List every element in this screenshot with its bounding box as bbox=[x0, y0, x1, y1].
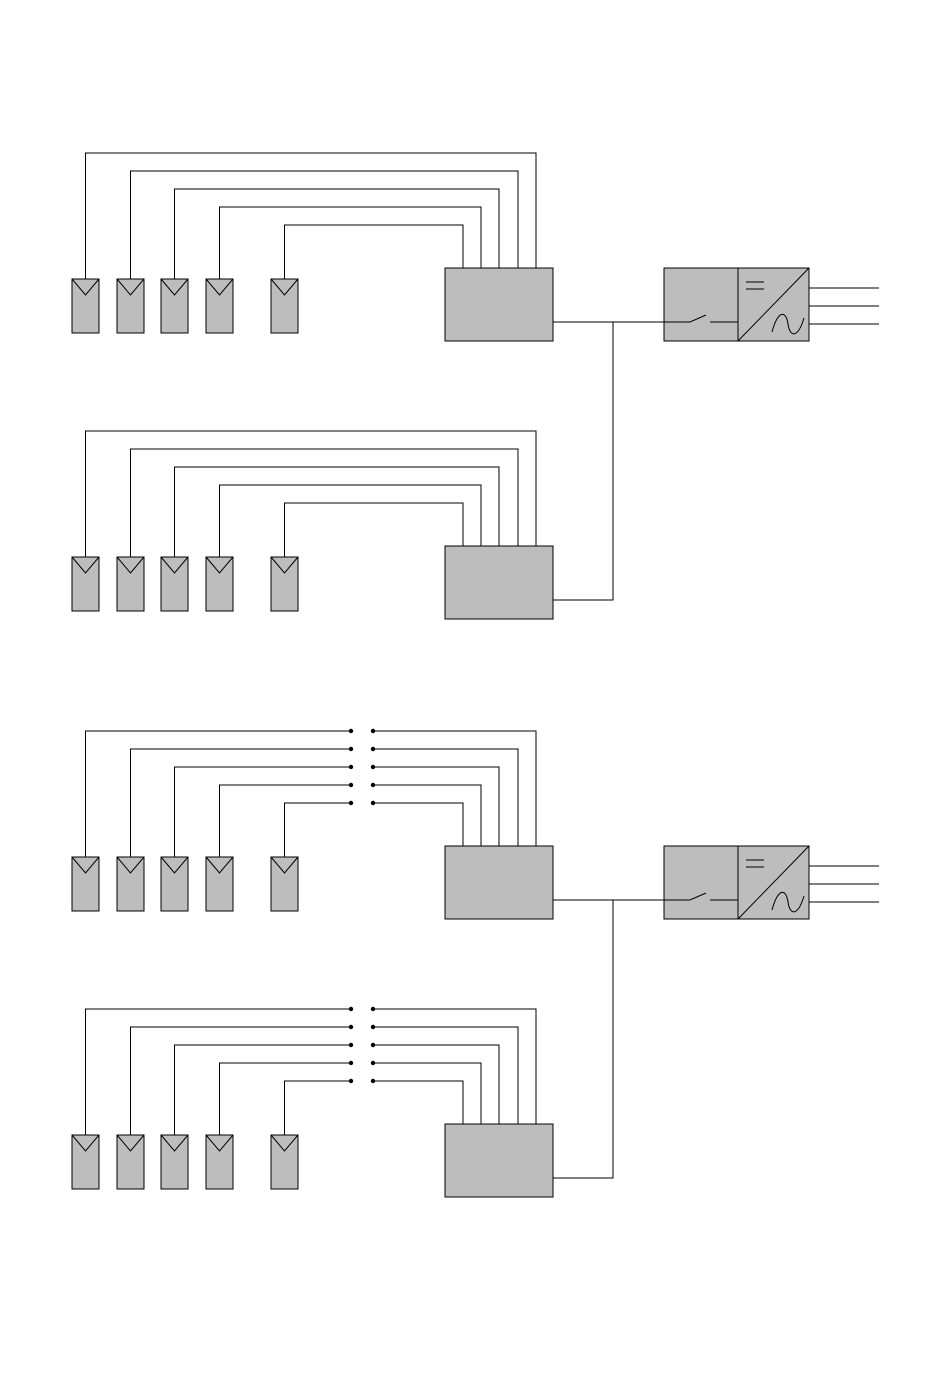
disconnect-terminal bbox=[371, 1079, 375, 1083]
pv-module bbox=[72, 279, 99, 333]
disconnect-terminal bbox=[371, 765, 375, 769]
diagram-bottom bbox=[72, 729, 879, 1197]
disconnect-terminal bbox=[349, 1061, 353, 1065]
disconnect-terminal bbox=[349, 783, 353, 787]
string-wire bbox=[86, 153, 537, 279]
string-wire bbox=[373, 749, 518, 846]
string-wire bbox=[175, 189, 500, 279]
inverter bbox=[664, 846, 809, 919]
pv-module bbox=[117, 1135, 144, 1189]
string-wire bbox=[86, 731, 352, 857]
string-wire bbox=[373, 803, 463, 846]
pv-module bbox=[161, 857, 188, 911]
string-wire bbox=[220, 485, 482, 557]
string-wire bbox=[373, 1009, 536, 1124]
combiner-box bbox=[445, 1124, 553, 1197]
pv-module bbox=[271, 279, 298, 333]
string-wire bbox=[175, 467, 500, 557]
combiner-box bbox=[445, 546, 553, 619]
string-wire bbox=[285, 225, 464, 279]
string-wire bbox=[373, 1027, 518, 1124]
string-wire bbox=[220, 1063, 352, 1135]
pv-module bbox=[206, 1135, 233, 1189]
string-wire bbox=[373, 1081, 463, 1124]
string-wire bbox=[373, 767, 499, 846]
pv-module bbox=[72, 1135, 99, 1189]
string-wire bbox=[175, 767, 352, 857]
disconnect-terminal bbox=[371, 1007, 375, 1011]
disconnect-terminal bbox=[349, 1007, 353, 1011]
disconnect-terminal bbox=[349, 1079, 353, 1083]
string-wire bbox=[86, 1009, 352, 1135]
disconnect-terminal bbox=[349, 801, 353, 805]
pv-module bbox=[117, 279, 144, 333]
diagram-top bbox=[72, 153, 879, 619]
pv-module bbox=[72, 857, 99, 911]
string-wire bbox=[175, 1045, 352, 1135]
disconnect-terminal bbox=[349, 729, 353, 733]
string-wire bbox=[285, 803, 352, 857]
disconnect-terminal bbox=[371, 783, 375, 787]
disconnect-terminal bbox=[349, 1043, 353, 1047]
pv-module bbox=[117, 557, 144, 611]
pv-module bbox=[117, 857, 144, 911]
disconnect-terminal bbox=[349, 765, 353, 769]
pv-module bbox=[206, 557, 233, 611]
string-wire bbox=[86, 431, 537, 557]
disconnect-terminal bbox=[349, 1025, 353, 1029]
disconnect-terminal bbox=[371, 1043, 375, 1047]
dc-main-line bbox=[553, 322, 613, 600]
pv-module bbox=[271, 557, 298, 611]
string-wire bbox=[373, 1045, 499, 1124]
disconnect-terminal bbox=[371, 729, 375, 733]
string-wire bbox=[220, 207, 482, 279]
string-wire bbox=[285, 503, 464, 557]
string-wire bbox=[285, 1081, 352, 1135]
pv-module bbox=[161, 279, 188, 333]
pv-module bbox=[206, 279, 233, 333]
pv-module bbox=[206, 857, 233, 911]
string-wire bbox=[373, 731, 536, 846]
pv-module bbox=[271, 857, 298, 911]
disconnect-terminal bbox=[371, 1025, 375, 1029]
string-wire bbox=[373, 1063, 481, 1124]
disconnect-terminal bbox=[371, 747, 375, 751]
combiner-box bbox=[445, 846, 553, 919]
disconnect-terminal bbox=[371, 1061, 375, 1065]
pv-module bbox=[161, 1135, 188, 1189]
pv-module bbox=[161, 557, 188, 611]
inverter bbox=[664, 268, 809, 341]
pv-module bbox=[72, 557, 99, 611]
pv-module bbox=[271, 1135, 298, 1189]
disconnect-terminal bbox=[371, 801, 375, 805]
disconnect-terminal bbox=[349, 747, 353, 751]
string-wire bbox=[373, 785, 481, 846]
dc-main-line bbox=[553, 900, 613, 1178]
combiner-box bbox=[445, 268, 553, 341]
string-wire bbox=[220, 785, 352, 857]
